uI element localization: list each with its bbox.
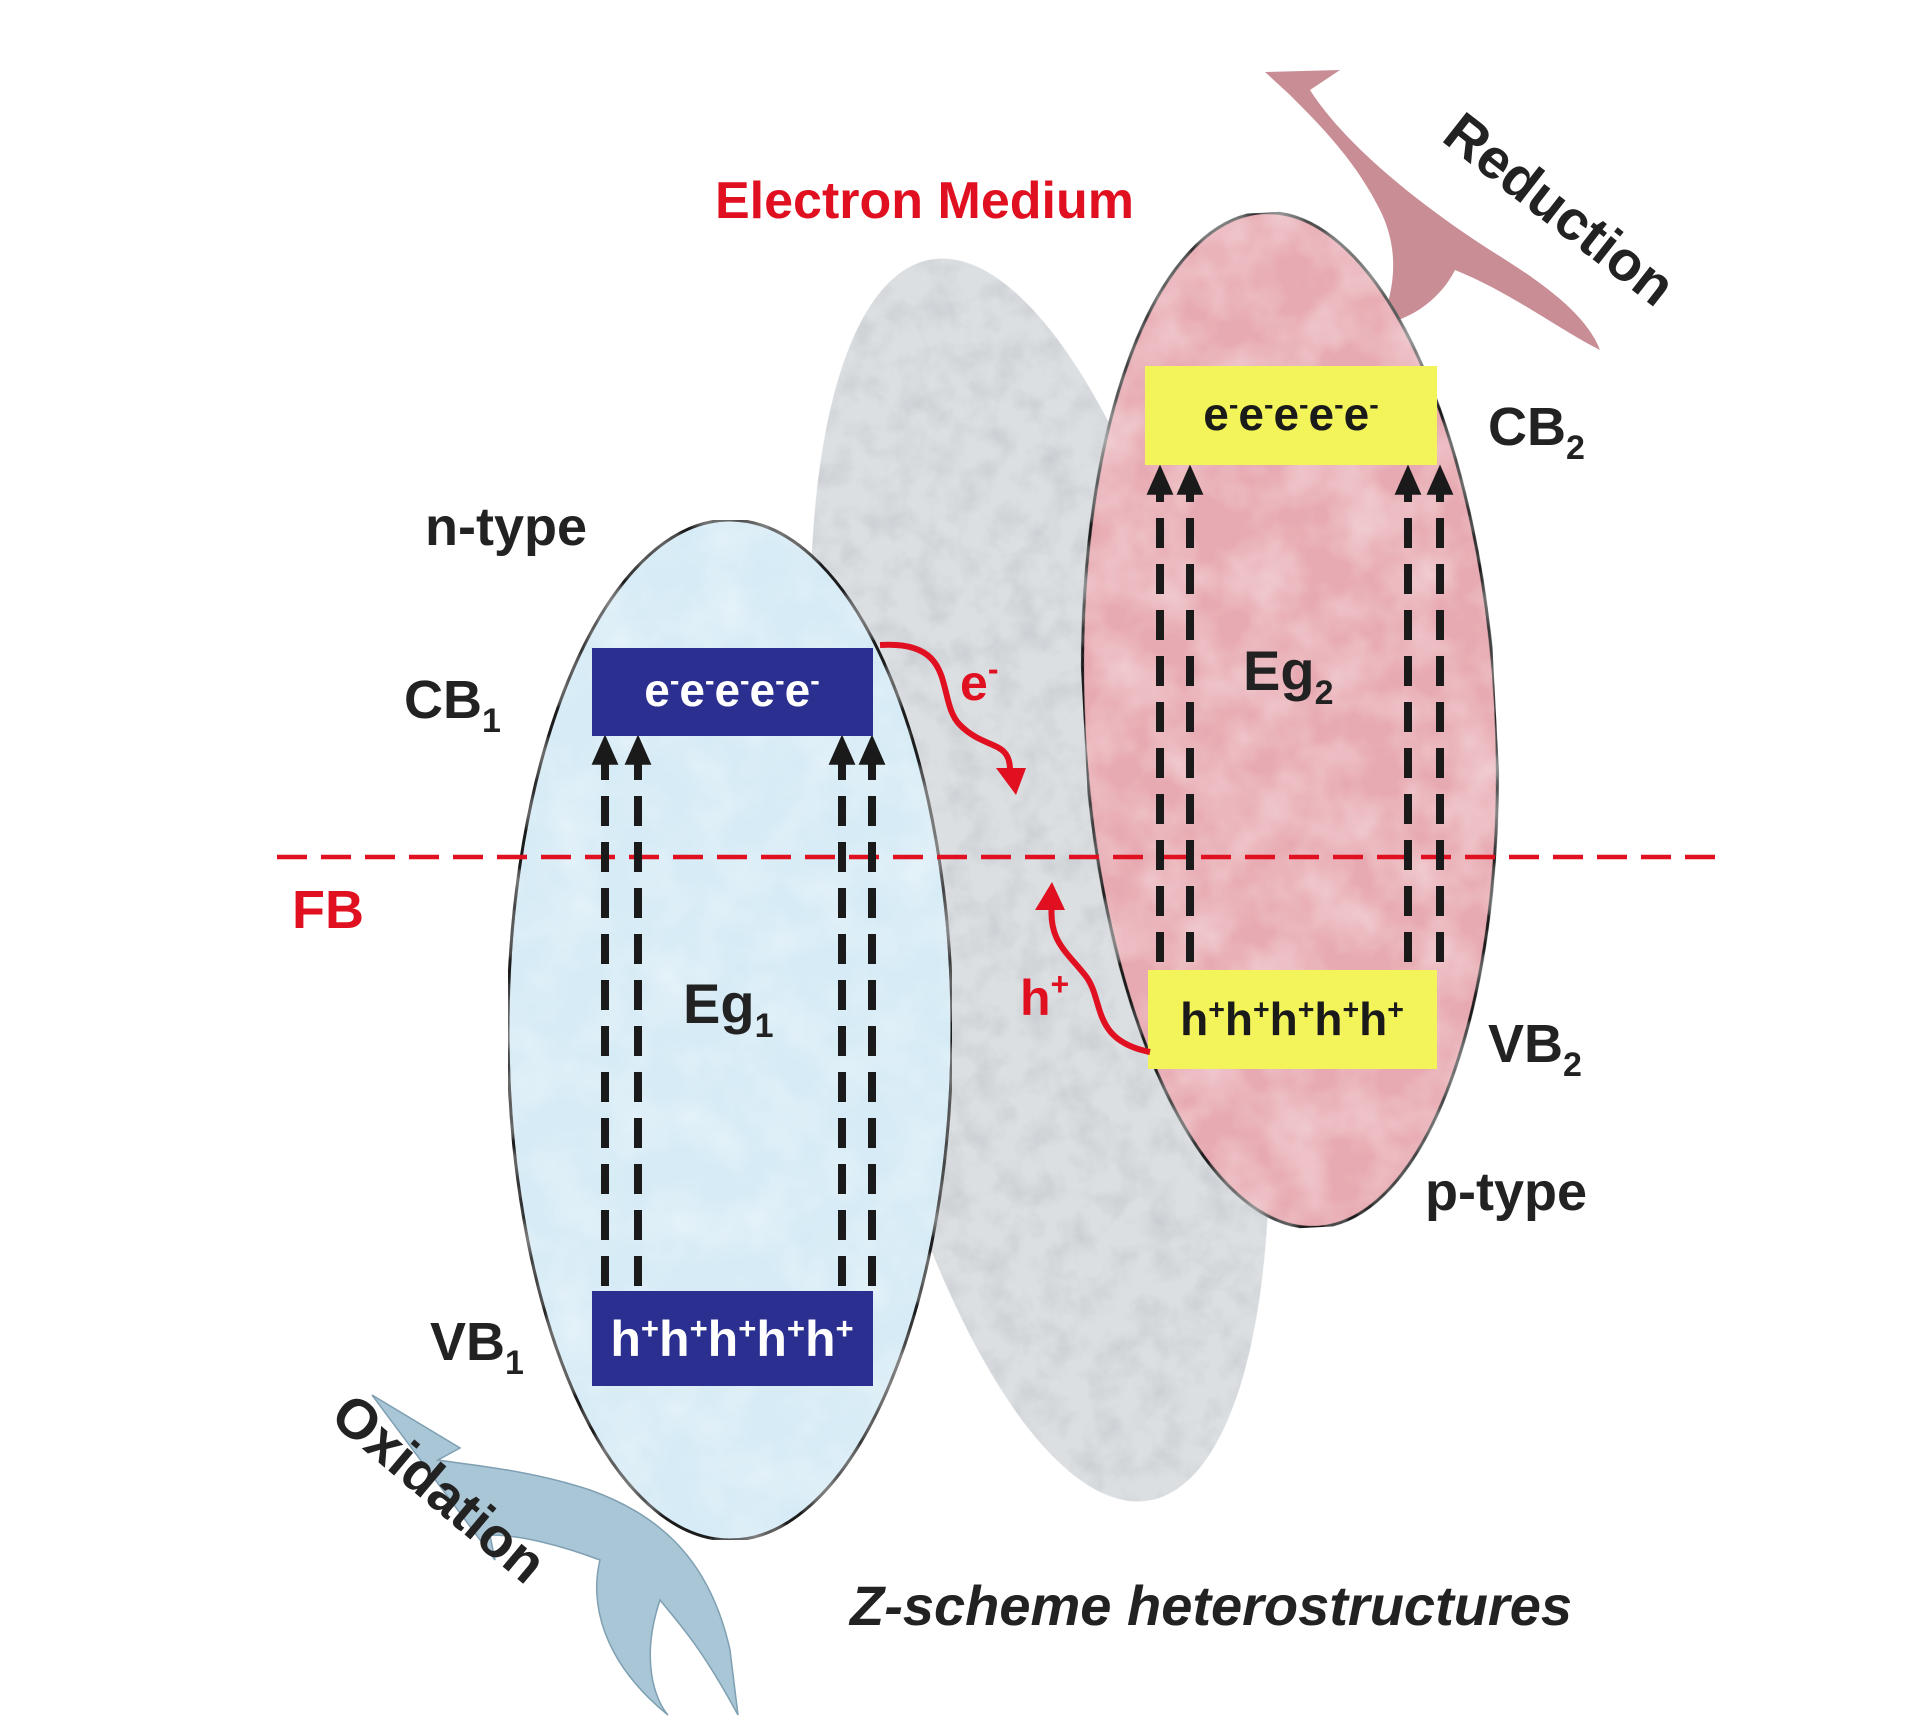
vb2-label: VB2 <box>1488 1014 1582 1084</box>
cb2-band <box>1145 366 1437 465</box>
oxidation-arrow <box>371 1394 739 1716</box>
eg2-label: Eg2 <box>1243 639 1333 712</box>
footer-title: Z-scheme heterostructures <box>848 1574 1572 1637</box>
cb1-label: CB1 <box>404 670 501 740</box>
reduction-label: Reduction <box>1433 100 1688 318</box>
cb2-label: CB2 <box>1488 397 1585 467</box>
vb2-band-text: h+h+h+h+h+ <box>1180 993 1404 1045</box>
vb1-label: VB1 <box>430 1312 524 1382</box>
vb1-band <box>592 1291 873 1386</box>
hole-transfer-arrowhead <box>1035 882 1065 910</box>
electron-medium-label: Electron Medium <box>715 172 1134 230</box>
cb1-band <box>592 648 873 736</box>
electron-transfer-label: e- <box>960 651 998 711</box>
vb1-band-text: h+h+h+h+h+ <box>610 1311 853 1367</box>
reduction-arrow <box>1265 70 1600 350</box>
cb2-band-text: e-e-e-e-e- <box>1203 388 1378 440</box>
vb2-band <box>1148 970 1437 1069</box>
cb1-band-text: e-e-e-e-e- <box>644 664 819 716</box>
hole-transfer-arrow <box>1048 901 1151 1055</box>
hole-transfer-label: h+ <box>1020 966 1069 1026</box>
electron-transfer-arrowhead <box>996 768 1026 795</box>
excitation-arrows <box>591 464 1454 1286</box>
p-type-label: p-type <box>1425 1162 1587 1222</box>
fb-label: FB <box>292 880 364 940</box>
eg1-label: Eg1 <box>683 972 773 1045</box>
electron-transfer-arrow <box>879 641 1013 771</box>
n-type-label: n-type <box>425 497 587 557</box>
